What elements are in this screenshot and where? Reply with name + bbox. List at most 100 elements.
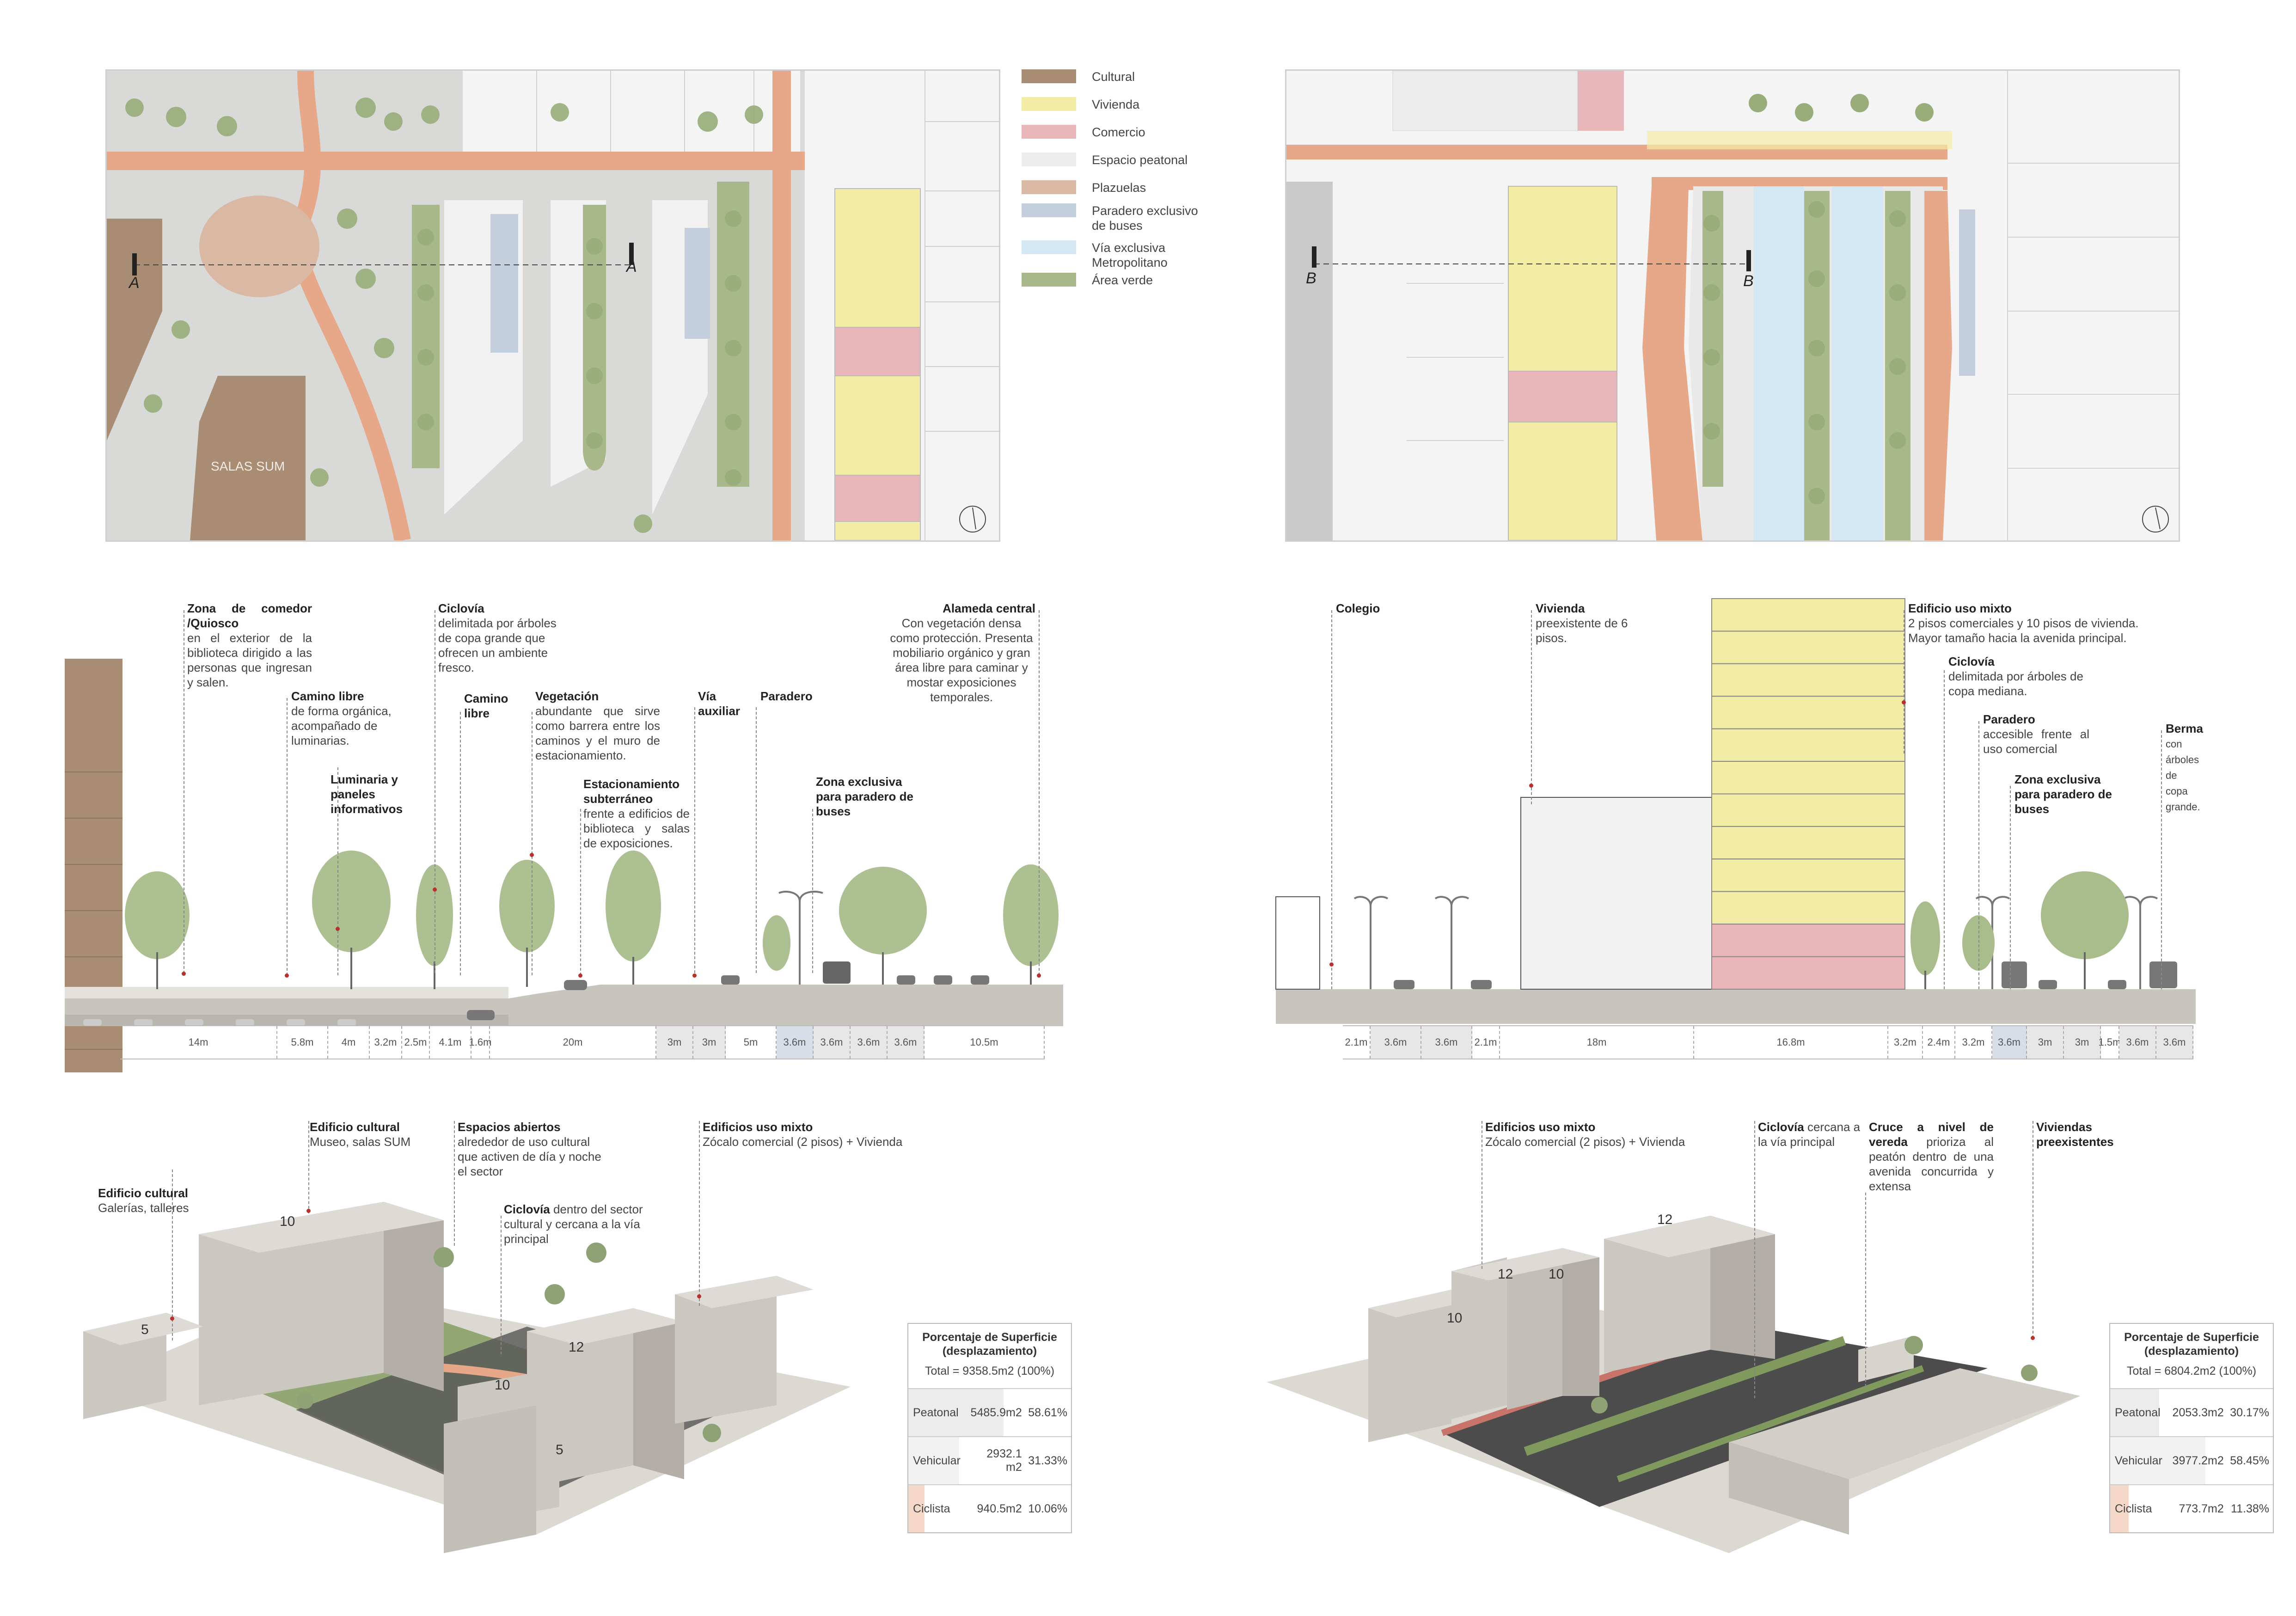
note-colegio: Colegio xyxy=(1336,601,1405,616)
section-b-drawing xyxy=(1275,598,2196,1024)
note-mixto-b-text: 2 pisos comerciales y 10 pisos de vivien… xyxy=(1908,616,2139,645)
note-via-auxiliar-title: Vía auxiliar xyxy=(698,689,741,718)
note-paradero-a-title: Paradero xyxy=(760,689,813,703)
note-axo-viviendas-title: Viviendas preexistentes xyxy=(2036,1120,2114,1149)
legend-swatch xyxy=(1022,69,1076,83)
salas-sum-label: SALAS SUM xyxy=(211,459,285,473)
note-zona-exclusiva-b-title: Zona exclusiva para paradero de buses xyxy=(2014,772,2112,816)
floors-b-2: 10 xyxy=(1549,1267,1564,1282)
dimension-cell: 2.5m xyxy=(402,1026,430,1059)
note-comedor-title: Zona de comedor /Quiosco xyxy=(187,601,312,630)
surface-bar xyxy=(2110,1389,2160,1436)
legend-label: Paradero exclusivo de buses xyxy=(1092,204,1198,233)
dimension-cell: 16.8m xyxy=(1694,1026,1888,1059)
floors-galerias: 5 xyxy=(141,1322,149,1337)
note-axo-espacios: Espacios abiertos alrededor de uso cultu… xyxy=(458,1120,610,1179)
note-axo-galerias-title: Edificio cultural xyxy=(98,1186,189,1200)
note-camino-libre-1-text: de forma orgánica, acompañado de luminar… xyxy=(291,704,392,747)
surface-value: 773.7m2 xyxy=(2179,1502,2224,1515)
cut-label-b-right: B xyxy=(1743,272,1754,290)
tower-floor-vivienda xyxy=(1711,858,1905,892)
surface-label: Peatonal xyxy=(913,1406,959,1419)
note-ciclovia-b-text: delimitada por árboles de copa mediana. xyxy=(1948,669,2083,698)
legend-swatch xyxy=(1022,153,1076,166)
dimension-cell: 3.6m xyxy=(2156,1026,2193,1059)
dimension-cell: 5.8m xyxy=(277,1026,328,1059)
dimension-cell: 1.6m xyxy=(469,1026,491,1059)
note-camino-libre-1-title: Camino libre xyxy=(291,689,364,703)
surface-bar xyxy=(908,1485,925,1532)
dimension-cell: 3.6m xyxy=(2119,1026,2156,1059)
dimension-cell: 4m xyxy=(328,1026,370,1059)
legend-label: Vivienda xyxy=(1092,98,1140,111)
note-paradero-a: Paradero xyxy=(760,689,834,704)
surface-label: Ciclista xyxy=(913,1502,950,1515)
note-paradero-b-title: Paradero xyxy=(1983,712,2035,726)
legend-swatch xyxy=(1022,240,1076,254)
surface-value: 2932.1 m2 xyxy=(986,1447,1022,1474)
surface-pct: 10.06% xyxy=(1028,1502,1067,1515)
note-axo-ciclovia-b-text: cercana a la vía principal xyxy=(1758,1120,1861,1149)
note-ciclovia-a-text: delimitada por árboles de copa grande qu… xyxy=(438,616,557,674)
note-zona-exclusiva-b: Zona exclusiva para paradero de buses xyxy=(2014,772,2121,816)
dimension-cell: 2.1m xyxy=(1343,1026,1371,1059)
note-zona-exclusiva-a: Zona exclusiva para paradero de buses xyxy=(816,774,922,819)
surface-value: 940.5m2 xyxy=(977,1502,1022,1515)
note-via-auxiliar: Vía auxiliar xyxy=(698,689,749,718)
legend-item-plazuelas: Plazuelas xyxy=(1022,180,1212,195)
note-axo-ciclovia-b-title: Ciclovía xyxy=(1758,1120,1804,1134)
axonometric-a-drawing xyxy=(83,1202,851,1553)
note-axo-espacios-title: Espacios abiertos xyxy=(458,1120,561,1134)
section-a-drawing xyxy=(65,659,1063,1072)
dimension-cell: 3.2m xyxy=(1955,1026,1992,1059)
legend-item-paradero: Paradero exclusivo de buses xyxy=(1022,203,1212,233)
tower-floor-vivienda xyxy=(1711,761,1905,795)
floors-mixto-3: 5 xyxy=(556,1442,563,1457)
floors-b-1: 12 xyxy=(1498,1267,1513,1282)
note-axo-mixto-a-title: Edificios uso mixto xyxy=(703,1120,813,1134)
note-paradero-b-text: accesible frente al uso comercial xyxy=(1983,727,2089,756)
tower-floor-vivienda xyxy=(1711,891,1905,925)
dimension-cell: 10.5m xyxy=(925,1026,1045,1059)
legend-item-cultural: Cultural xyxy=(1022,69,1212,84)
dimension-cell: 3m xyxy=(693,1026,726,1059)
surface-pct: 58.45% xyxy=(2230,1454,2269,1467)
dimension-cell: 3.2m xyxy=(370,1026,402,1059)
note-alameda-title: Alameda central xyxy=(943,601,1035,615)
legend-swatch xyxy=(1022,125,1076,139)
dimension-cell: 3.6m xyxy=(888,1026,925,1059)
surface-pct: 58.61% xyxy=(1028,1406,1067,1419)
dimension-cell: 3.6m xyxy=(1421,1026,1472,1059)
tower-floor-vivienda xyxy=(1711,696,1905,729)
legend-item-vivienda: Vivienda xyxy=(1022,97,1212,112)
legend-label: Área verde xyxy=(1092,273,1153,287)
note-axo-cruce-text: prioriza al peatón dentro de una avenida… xyxy=(1869,1135,1994,1193)
legend-label: Espacio peatonal xyxy=(1092,153,1188,167)
cut-label-b-left: B xyxy=(1306,269,1316,287)
note-axo-museo-title: Edificio cultural xyxy=(310,1120,400,1134)
note-axo-cruce-title: Cruce a nivel de vereda xyxy=(1869,1120,1994,1149)
site-plan-a: A A SALAS SUM xyxy=(105,69,1000,542)
surface-label: Vehicular xyxy=(2115,1454,2162,1467)
legend-label: Plazuelas xyxy=(1092,181,1146,195)
dimension-cell: 18m xyxy=(1500,1026,1694,1059)
note-axo-ciclovia-text: dentro del sector cultural y cercana a l… xyxy=(504,1202,643,1246)
cut-label-a-left: A xyxy=(129,274,140,292)
note-axo-mixto-b-text: Zócalo comercial (2 pisos) + Vivienda xyxy=(1485,1135,1685,1149)
surface-bar xyxy=(2110,1485,2129,1532)
dimension-cell: 3m xyxy=(2064,1026,2101,1059)
